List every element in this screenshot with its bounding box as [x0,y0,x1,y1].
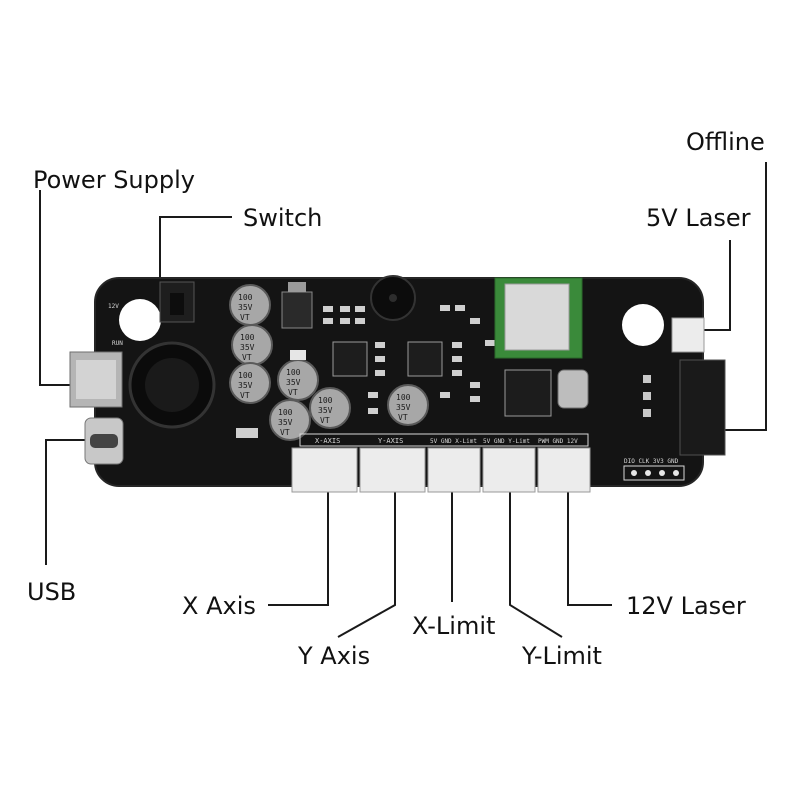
debug-header-label: DIO CLK 3V3 GND [624,458,679,465]
pin-header [643,375,651,417]
voltage-regulator [281,291,313,329]
cap-voltage-label: 35V [238,303,253,312]
y-limit-label: Y-Limit [522,642,602,670]
capacitors [229,284,429,441]
usb-label: USB [27,578,77,606]
leader-lines [39,162,767,638]
x-axis-leader [268,492,329,606]
cap-voltage-label: 35V [240,343,255,352]
cap-type-label: VT [240,391,250,400]
capacitor [309,387,351,429]
y-axis-silkscreen: Y-AXIS [378,437,403,445]
capacitor [387,384,429,426]
mount-hole-left [119,299,161,341]
cap-voltage-label: 35V [318,406,333,415]
y-axis-connector [359,447,426,493]
cap-value-label: 100 [238,293,253,302]
laser-5v-leader [700,240,731,331]
switch-label: Switch [243,204,323,232]
laser-5v-label: 5V Laser [646,204,751,232]
mount-hole-right [622,304,664,346]
laser-silkscreen: PWM GND 12V [538,438,578,445]
debug-header-pads [631,470,679,476]
cap-type-label: VT [280,428,290,437]
power-supply-leader [39,190,75,386]
laser-12v-leader [567,492,612,606]
y-axis-leader [337,492,396,638]
offline-port [679,359,726,456]
cap-voltage-label: 35V [286,378,301,387]
cap-type-label: VT [320,416,330,425]
cap-value-label: 100 [396,393,411,402]
bottom-connectors [291,447,591,493]
cap-value-label: 100 [238,371,253,380]
cap-type-label: VT [288,388,298,397]
microcontroller [504,369,552,417]
cap-voltage-label: 35V [396,403,411,412]
cap-voltage-label: 35V [238,381,253,390]
x-limit-connector [427,447,481,493]
x-axis-silkscreen: X-AXIS [315,437,340,445]
laser-5v-connector [671,317,705,353]
offline-label: Offline [686,128,765,156]
capacitor [229,362,271,404]
y-axis-label: Y Axis [298,642,371,670]
led-run-label: RUN [112,340,123,347]
capacitor-labels: 100 35V VT 100 35V VT 100 35V VT 100 35V… [238,293,411,437]
y-limit-silkscreen: 5V GND Y-Limt [483,438,530,445]
cap-value-label: 100 [318,396,333,405]
cap-type-label: VT [398,413,408,422]
stepper-driver-chip [332,341,368,377]
cap-voltage-label: 35V [278,418,293,427]
laser-12v-label: 12V Laser [626,592,746,620]
y-limit-leader [509,492,563,638]
cap-value-label: 100 [278,408,293,417]
usb-leader [45,439,88,565]
stepper-driver-chip [407,341,443,377]
cap-type-label: VT [242,353,252,362]
cap-type-label: VT [240,313,250,322]
led-12v-label: 12V [108,303,119,310]
y-limit-connector [482,447,536,493]
x-limit-silkscreen: 5V GND X-Limt [430,438,477,445]
laser-12v-connector [537,447,591,493]
debug-header [623,465,685,481]
x-axis-label: X Axis [182,592,256,620]
x-axis-connector [291,447,358,493]
capacitor [269,399,311,441]
cap-value-label: 100 [286,368,301,377]
x-limit-label: X-Limit [412,612,496,640]
power-supply-label: Power Supply [33,166,195,194]
crystal [557,369,589,409]
cap-value-label: 100 [240,333,255,342]
offline-leader [725,162,767,431]
smd-components [236,305,495,438]
